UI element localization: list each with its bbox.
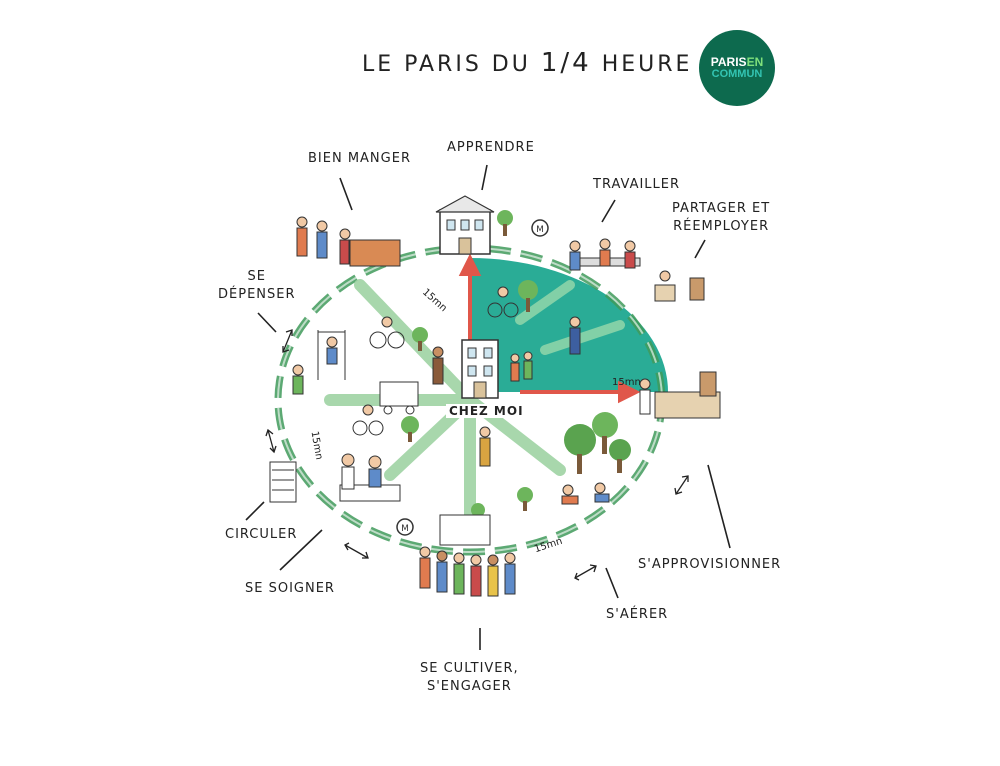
label-se-cultiver: SE CULTIVER, S'ENGAGER [420, 660, 519, 696]
label-se-depenser: SE DÉPENSER [218, 268, 296, 304]
label-apprendre: APPRENDRE [447, 140, 535, 155]
title-text: LE PARIS DU [362, 52, 531, 77]
sport-scene [292, 330, 346, 395]
label-circuler: CIRCULER [225, 527, 298, 542]
leader-se-depenser [257, 312, 277, 333]
center-label: CHEZ MOI [446, 404, 527, 418]
arrow-up-head [458, 253, 482, 276]
label-bien-manger: BIEN MANGER [308, 151, 411, 166]
logo-line-1: PARISEN [711, 56, 763, 68]
leader-s-aerer [605, 567, 619, 599]
label-s-approvisionner: S'APPROVISIONNER [638, 557, 782, 572]
label-s-aerer: S'AÉRER [606, 607, 669, 622]
title-suffix: HEURE [601, 52, 693, 77]
food-cart [379, 381, 419, 415]
leader-partager [694, 239, 706, 259]
title-fraction: 1/4 [540, 48, 592, 78]
sector-paths [515, 280, 625, 355]
path-nw [354, 279, 476, 406]
label-se-depenser-line2: DÉPENSER [218, 287, 296, 302]
label-partager: PARTAGER ET RÉEMPLOYER [672, 200, 770, 236]
logo-line-2: COMMUN [711, 68, 763, 80]
leader-lines [245, 164, 731, 650]
home-building [461, 339, 499, 399]
label-partager-line1: PARTAGER ET [672, 201, 771, 216]
svg-text:M: M [401, 524, 409, 534]
people-groups [269, 216, 721, 597]
culture-crowd [419, 514, 516, 597]
crosswalk [269, 461, 297, 503]
red-arrows [458, 253, 641, 404]
label-se-cultiver-line2: S'ENGAGER [426, 679, 512, 694]
leader-travailler [601, 199, 616, 223]
distance-label-e: 15mn [612, 377, 641, 388]
path-ne-1 [515, 280, 575, 325]
metro-sign-bottom-icon: M [396, 518, 414, 536]
svg-text:M: M [536, 225, 544, 235]
paris-en-commun-logo: PARISEN COMMUN [699, 30, 775, 106]
metro-sign-top-icon: M [531, 219, 549, 237]
trees [401, 210, 631, 517]
cyclists [352, 286, 519, 436]
label-se-soigner: SE SOIGNER [245, 581, 335, 596]
leader-bien-manger [339, 177, 353, 211]
coworking-scene [569, 238, 641, 271]
leader-apprendre [481, 164, 488, 191]
path-ne-2 [540, 320, 625, 355]
label-se-cultiver-line1: SE CULTIVER, [420, 661, 519, 676]
park-scene [561, 482, 610, 505]
page-title: LE PARIS DU 1/4 HEURE [362, 48, 692, 78]
leader-circuler [245, 501, 265, 521]
label-travailler: TRAVAILLER [593, 177, 681, 192]
leader-s-approvisionner [707, 464, 731, 549]
walkers [432, 316, 581, 467]
grocery-scene [639, 371, 721, 419]
label-se-depenser-line1: SE [247, 269, 266, 284]
health-scene [339, 453, 401, 502]
label-partager-line2: RÉEMPLOYER [673, 219, 770, 234]
arrow-right-head [618, 380, 641, 404]
market-scene [296, 216, 401, 267]
logo-paris: PARIS [710, 55, 747, 69]
logo-en: EN [746, 55, 764, 69]
school-building [435, 195, 495, 255]
reuse-scene [654, 270, 705, 302]
leader-se-soigner [279, 529, 323, 571]
ring-arrows [265, 329, 689, 581]
